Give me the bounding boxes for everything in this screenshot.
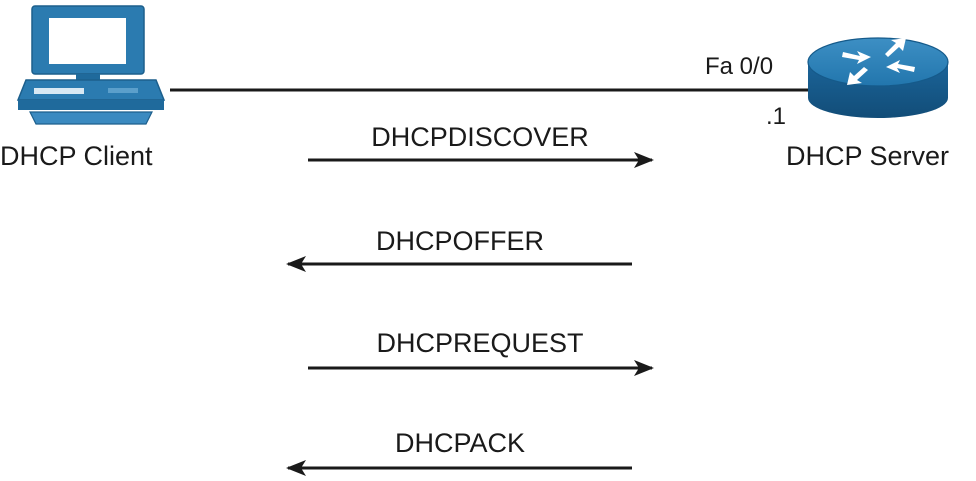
message-label-dhcpoffer: DHCPOFFER (376, 226, 544, 256)
message-label-dhcpdiscover: DHCPDISCOVER (371, 122, 589, 152)
message-label-dhcpack: DHCPACK (394, 428, 526, 458)
client-label: DHCP Client (0, 141, 153, 171)
interface-label: Fa 0/0 (705, 53, 774, 80)
router-icon (807, 37, 949, 118)
desktop-computer-icon (16, 5, 166, 125)
interface-address-label: .1 (766, 103, 787, 130)
server-label: DHCP Server (786, 141, 950, 171)
message-label-dhcprequest: DHCPREQUEST (376, 328, 584, 358)
